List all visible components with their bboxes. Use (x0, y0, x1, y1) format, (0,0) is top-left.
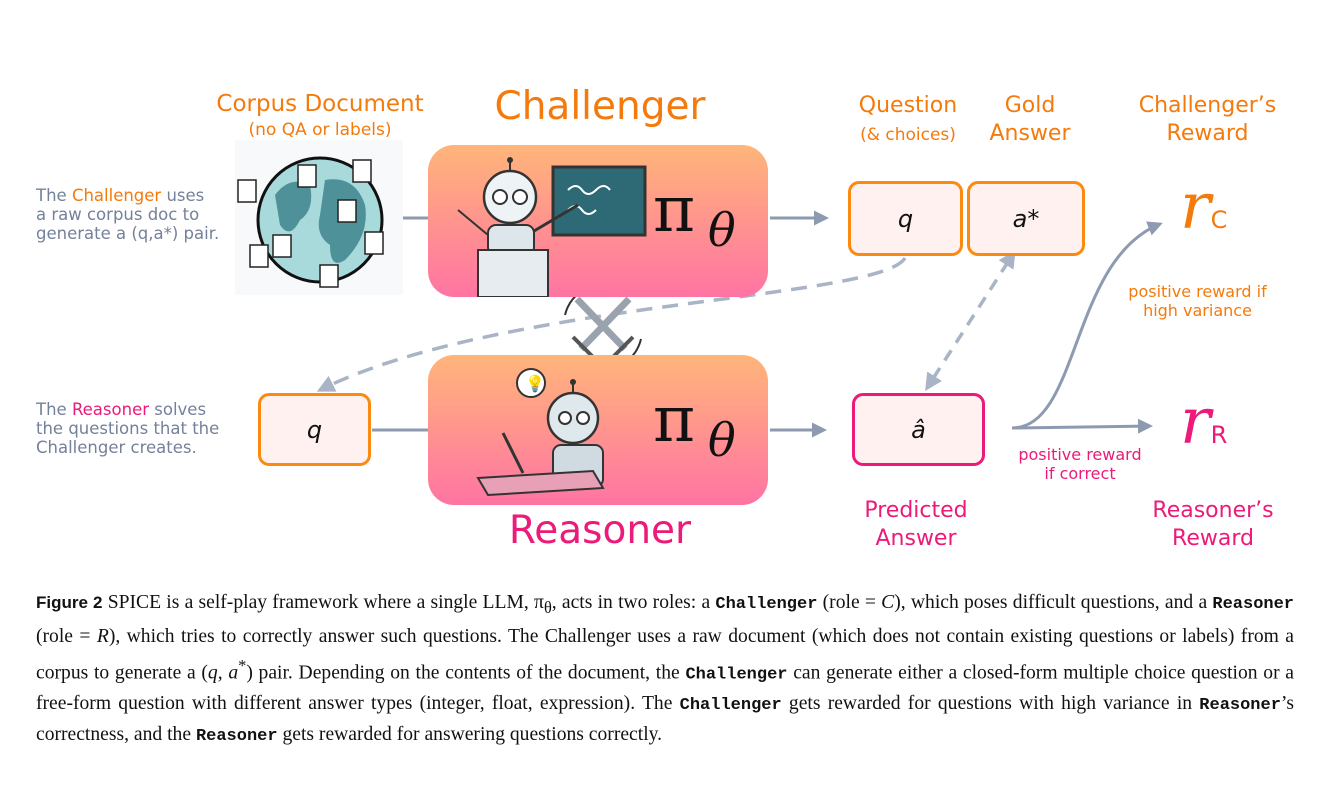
reasoner-reward-symbol: rR (1180, 385, 1228, 459)
challenger-box: π θ (428, 145, 768, 297)
policy-theta: θ (708, 413, 736, 467)
thinking-robot-icon: 💡 (476, 368, 605, 497)
gold-vs-predicted-dashed-arrow (925, 250, 1016, 391)
challenger-description: The Challenger uses a raw corpus doc to … (36, 186, 220, 243)
corpus-title: Corpus Document (216, 91, 424, 117)
challenger-title: Challenger (494, 84, 706, 129)
reasoner-title: Reasoner (508, 508, 692, 553)
challenger-reward-symbol: rC (1180, 170, 1228, 244)
corpus-subtitle: (no QA or labels) (248, 120, 392, 140)
question-label: Question(& choices) (858, 93, 958, 145)
policy-theta: θ (708, 203, 736, 257)
reasoner-description: The Reasoner solves the questions that t… (36, 400, 220, 457)
to-challenger-reward-arrow (1011, 221, 1163, 430)
policy-pi: π (653, 383, 696, 457)
question-box: q (848, 181, 963, 256)
svg-text:💡: 💡 (525, 374, 545, 393)
figure-caption: Figure 2 SPICE is a self-play framework … (36, 592, 1295, 747)
to-reasoner-reward-arrow (1011, 418, 1153, 434)
policy-pi: π (653, 173, 696, 247)
teacher-robot-icon (457, 157, 647, 297)
globe-documents-icon (235, 140, 403, 295)
reasoner-box: 💡 π θ (428, 355, 768, 505)
reasoner-question-box: q (258, 393, 371, 466)
gold-answer-box: a* (967, 181, 1085, 256)
predicted-answer-box: â (852, 393, 985, 466)
question-to-reasoner-dashed-arrow (316, 256, 907, 392)
